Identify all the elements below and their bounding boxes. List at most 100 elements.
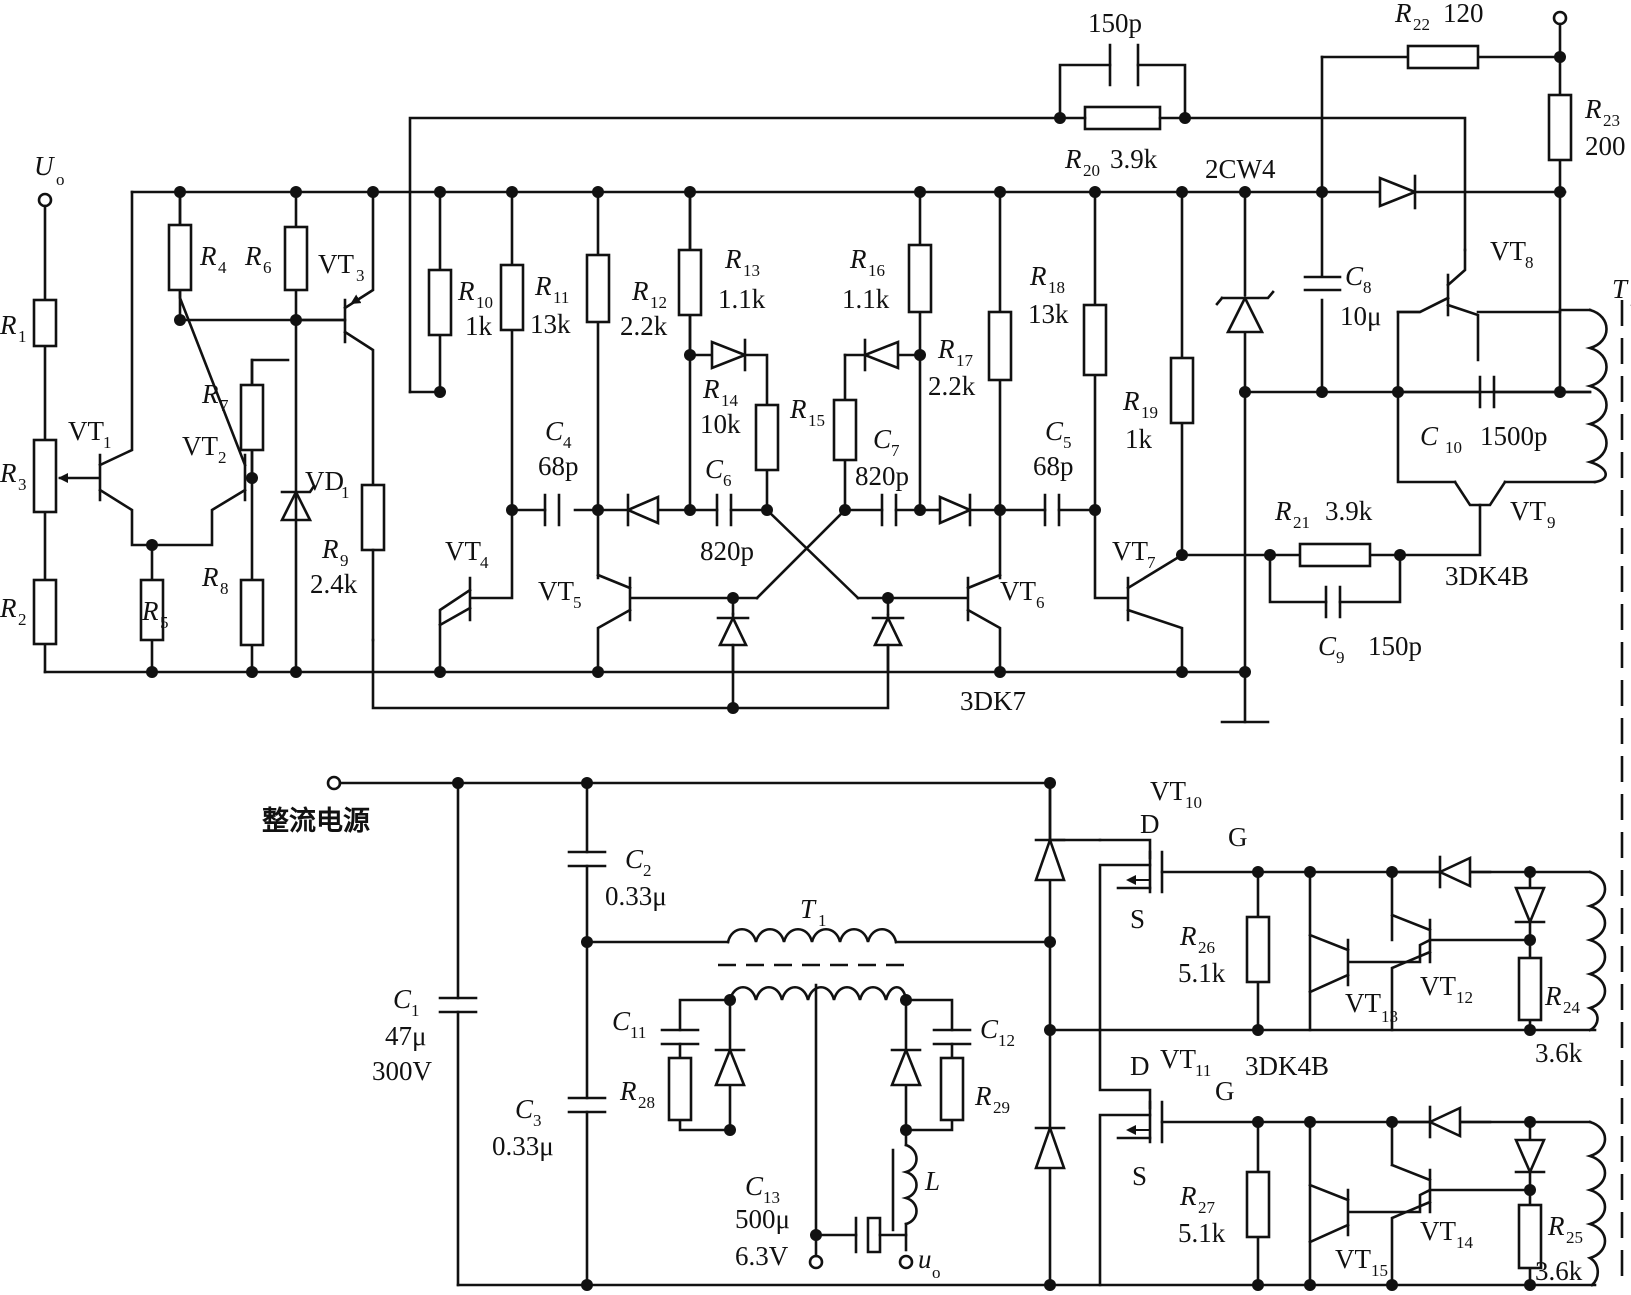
svg-text:VT: VT (1420, 971, 1456, 1001)
r24-resistor (1517, 956, 1543, 1022)
svg-text:T: T (1612, 274, 1629, 304)
junction-dot (1524, 1116, 1536, 1128)
r9-resistor (360, 483, 386, 552)
svg-text:10μ: 10μ (1340, 301, 1381, 331)
r6-resistor (283, 225, 309, 292)
svg-text:R: R (141, 596, 159, 626)
diode-vt14-top (1426, 1105, 1462, 1139)
c11-capacitor (660, 1028, 700, 1046)
junction-dot (581, 1279, 593, 1291)
svg-text:10: 10 (1445, 438, 1462, 457)
svg-text:S: S (1132, 1161, 1147, 1191)
junction-dot (1089, 186, 1101, 198)
svg-text:VT: VT (445, 536, 481, 566)
svg-text:120: 120 (1443, 0, 1484, 28)
svg-text:R: R (619, 1076, 637, 1106)
diode-top-rail (1378, 176, 1419, 208)
diode-r16 (861, 340, 900, 370)
c12-capacitor (932, 1028, 972, 1046)
svg-text:R: R (0, 458, 17, 488)
svg-text:R: R (1584, 94, 1602, 124)
junction-dot (900, 1124, 912, 1136)
diode-d-right (890, 1046, 922, 1087)
c7-capacitor (880, 493, 898, 527)
junction-dot (1044, 936, 1056, 948)
r11-resistor (499, 263, 525, 332)
junction-dot (727, 592, 739, 604)
svg-text:12: 12 (1456, 988, 1473, 1007)
diode-r25 (1514, 1138, 1546, 1176)
svg-text:T: T (800, 894, 817, 924)
junction-dot (146, 539, 158, 551)
junction-dot (1304, 1279, 1316, 1291)
svg-text:R: R (1122, 386, 1140, 416)
vd1-zener (279, 489, 313, 522)
svg-text:4: 4 (480, 553, 489, 572)
r28-resistor (667, 1056, 693, 1122)
junction-dot (1394, 549, 1406, 561)
junction-dot (684, 504, 696, 516)
svg-text:9: 9 (1336, 648, 1345, 667)
junction-dot (1239, 386, 1251, 398)
svg-text:26: 26 (1198, 938, 1215, 957)
svg-text:21: 21 (1293, 513, 1310, 532)
svg-text:VT: VT (1510, 496, 1546, 526)
svg-text:8: 8 (1525, 253, 1534, 272)
svg-text:2.4k: 2.4k (310, 569, 358, 599)
svg-text:7: 7 (1147, 553, 1156, 572)
junction-dot (1386, 1279, 1398, 1291)
svg-text:3: 3 (356, 266, 365, 285)
junction-dots (146, 51, 1566, 1291)
svg-text:13k: 13k (530, 309, 571, 339)
svg-text:R: R (244, 241, 262, 271)
junction-dot (684, 186, 696, 198)
r15-resistor (832, 398, 858, 462)
r21-resistor (1298, 542, 1372, 568)
junction-dot (246, 666, 258, 678)
svg-text:23: 23 (1603, 111, 1620, 130)
svg-text:R: R (1547, 1211, 1565, 1241)
svg-text:1: 1 (18, 327, 27, 346)
svg-text:13: 13 (1381, 1007, 1398, 1026)
c20-capacitor (1108, 43, 1140, 87)
svg-text:14: 14 (1456, 1233, 1474, 1252)
svg-text:C: C (1318, 631, 1337, 661)
diode-vt12-top (1436, 855, 1472, 889)
r23-resistor (1547, 93, 1573, 162)
c10-capacitor (1478, 375, 1496, 409)
r7-resistor (239, 383, 265, 452)
junction-dot (592, 504, 604, 516)
r19-resistor (1169, 356, 1195, 425)
junction-dot (724, 1124, 736, 1136)
junction-dot (1252, 1279, 1264, 1291)
svg-text:3.9k: 3.9k (1110, 144, 1158, 174)
svg-text:C: C (980, 1014, 999, 1044)
zener-2cw4 (1225, 295, 1265, 334)
svg-text:VT: VT (1335, 1244, 1371, 1274)
junction-dot (1176, 666, 1188, 678)
junction-dot (1524, 866, 1536, 878)
rectified-supply-terminal (326, 775, 342, 791)
svg-text:3DK7: 3DK7 (960, 686, 1026, 716)
svg-text:68p: 68p (538, 451, 579, 481)
junction-dot (810, 1229, 822, 1241)
svg-text:R: R (631, 276, 649, 306)
svg-text:L: L (924, 1166, 940, 1196)
svg-text:10: 10 (1185, 793, 1202, 812)
svg-text:R: R (1544, 981, 1562, 1011)
c9-capacitor (1324, 585, 1342, 619)
svg-text:VT: VT (318, 249, 354, 279)
svg-text:0.33μ: 0.33μ (605, 881, 667, 911)
svg-text:9: 9 (1547, 513, 1556, 532)
svg-text:C: C (705, 454, 724, 484)
t1-secondary-winding (728, 985, 908, 1002)
svg-text:D: D (1140, 809, 1160, 839)
junction-dot (290, 314, 302, 326)
junction-dot (1252, 1024, 1264, 1036)
svg-text:C: C (612, 1006, 631, 1036)
svg-text:R: R (937, 334, 955, 364)
svg-text:150p: 150p (1368, 631, 1422, 661)
junction-dot (724, 994, 736, 1006)
